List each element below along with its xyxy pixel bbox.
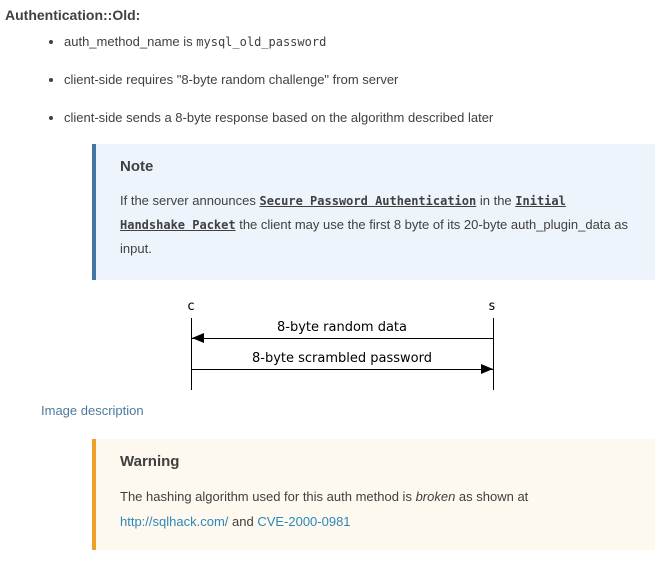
note-text: If the server announces: [120, 193, 260, 208]
client-lifeline: [191, 318, 192, 390]
note-admonition: Note If the server announces Secure Pass…: [92, 144, 655, 280]
note-text: the client may use the first 8 byte of i…: [120, 217, 628, 256]
bullet-text: client-side sends a 8-byte response base…: [64, 110, 494, 125]
message-line: [191, 369, 493, 370]
doc-page: Authentication::Old: auth_method_name is…: [0, 0, 667, 550]
section-heading: Authentication::Old:: [5, 7, 141, 23]
message-label-scrambled-password: 8-byte scrambled password: [252, 351, 432, 366]
warning-title: Warning: [120, 453, 180, 470]
code-auth-method-name: mysql_old_password: [196, 35, 327, 49]
warning-text: as shown at: [455, 489, 529, 504]
bullet-text: client-side requires "8-byte random chal…: [64, 72, 399, 87]
image-description-link[interactable]: Image description: [41, 403, 144, 418]
server-lifeline: [493, 318, 494, 390]
arrow-right-icon: [481, 364, 493, 374]
warning-text: and: [228, 514, 258, 529]
cve-link[interactable]: CVE-2000-0981: [257, 514, 351, 529]
sqlhack-link[interactable]: http://sqlhack.com/: [120, 514, 229, 529]
secure-password-authentication-link[interactable]: Secure Password Authentication: [259, 194, 477, 208]
note-text: in the: [476, 193, 516, 208]
list-item: auth_method_name is mysql_old_password: [64, 30, 651, 54]
note-body: If the server announces Secure Password …: [120, 189, 631, 260]
server-endpoint-label: s: [488, 299, 496, 314]
bullet-text: auth_method_name is: [64, 34, 197, 49]
message-label-random-data: 8-byte random data: [277, 320, 407, 335]
message-line: [191, 338, 493, 339]
client-endpoint-label: c: [187, 299, 195, 314]
note-title: Note: [120, 158, 154, 175]
warning-admonition: Warning The hashing algorithm used for t…: [92, 439, 655, 550]
bullet-list: auth_method_name is mysql_old_password c…: [4, 30, 651, 130]
list-item: client-side sends a 8-byte response base…: [64, 106, 651, 130]
warning-text: The hashing algorithm used for this auth…: [120, 489, 416, 504]
arrow-left-icon: [192, 333, 204, 343]
emphasis-broken: broken: [415, 489, 456, 504]
sequence-diagram: c s 8-byte random data 8-byte scrambled …: [4, 298, 651, 395]
list-item: client-side requires "8-byte random chal…: [64, 68, 651, 92]
warning-body: The hashing algorithm used for this auth…: [120, 484, 631, 534]
initial-handshake-packet-link[interactable]: Initial Handshake Packet: [120, 194, 566, 232]
